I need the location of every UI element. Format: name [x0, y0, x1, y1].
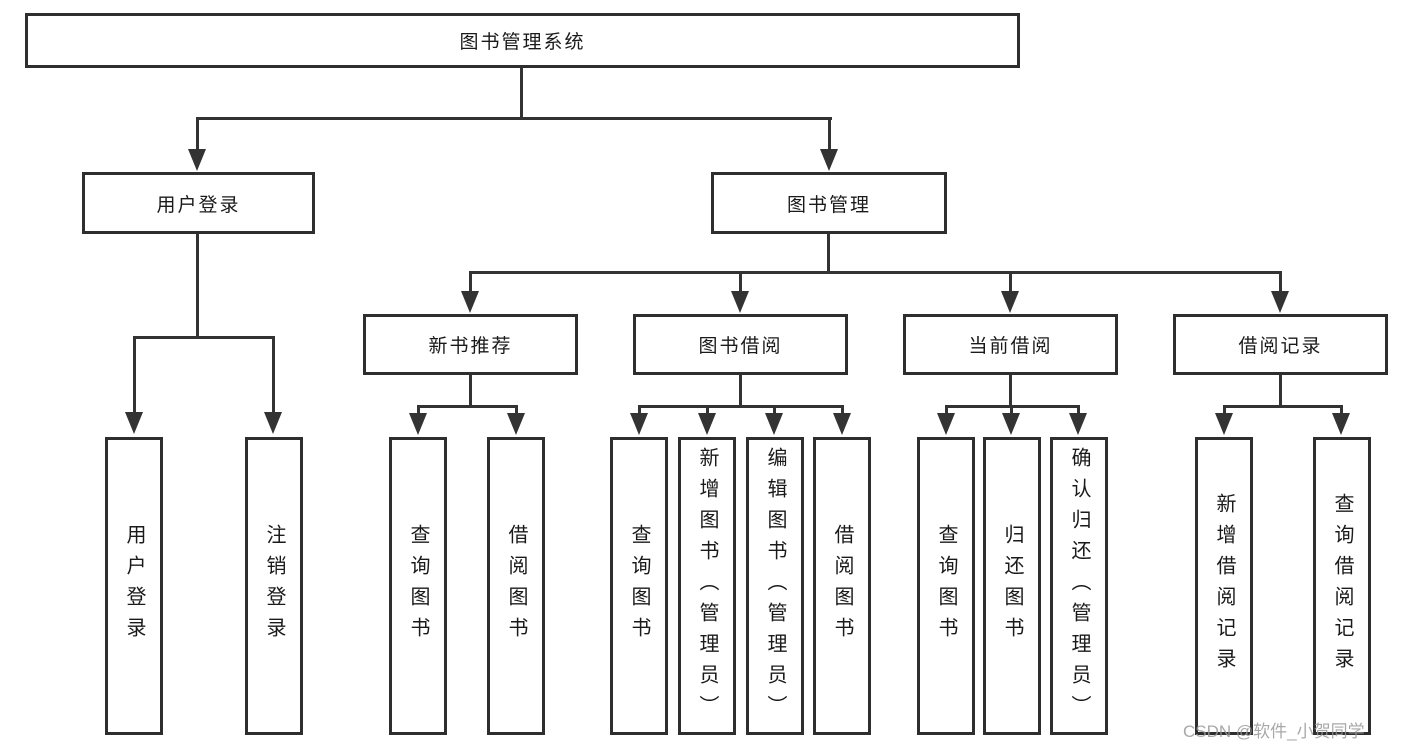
arrowhead-down-icon: [507, 413, 525, 435]
node-user-login: 用户登录: [82, 172, 315, 234]
connector-line: [469, 375, 472, 408]
connector-line: [196, 117, 832, 120]
connector-line: [469, 271, 1282, 274]
leaf-query-books-current: 查询图书: [917, 437, 975, 735]
connector-line: [515, 405, 518, 415]
arrowhead-down-icon: [264, 412, 282, 434]
connector-line: [706, 405, 709, 415]
connector-line: [196, 234, 199, 339]
connector-line: [773, 405, 776, 415]
connector-line: [1279, 271, 1282, 293]
connector-line: [196, 117, 199, 151]
arrowhead-down-icon: [833, 413, 851, 435]
leaf-query-books-borrow-label: 查询图书: [628, 524, 650, 648]
leaf-query-books-borrow: 查询图书: [610, 437, 668, 735]
leaf-add-borrow-record: 新增借阅记录: [1195, 437, 1253, 735]
node-borrow-records-label: 借阅记录: [1238, 336, 1323, 357]
leaf-query-borrow-record-label: 查询借阅记录: [1331, 493, 1353, 679]
connector-line: [739, 271, 742, 293]
connector-line: [638, 405, 844, 408]
arrowhead-down-icon: [1002, 413, 1020, 435]
node-current-borrow-label: 当前借阅: [968, 336, 1053, 357]
arrowhead-down-icon: [820, 149, 838, 171]
node-root-label: 图书管理系统: [459, 32, 586, 53]
leaf-borrow-books-recommend: 借阅图书: [487, 437, 545, 735]
connector-line: [469, 271, 472, 293]
leaf-confirm-return-admin-label: 确认归还（管理员）: [1068, 446, 1090, 726]
leaf-return-book-label: 归还图书: [1001, 524, 1023, 648]
node-book-management-label: 图书管理: [786, 194, 871, 216]
connector-line: [828, 117, 831, 151]
leaf-add-borrow-record-label: 新增借阅记录: [1213, 493, 1235, 679]
node-root: 图书管理系统: [25, 13, 1020, 68]
arrowhead-down-icon: [188, 149, 206, 171]
leaf-borrow-books-label: 借阅图书: [831, 524, 853, 648]
node-user-login-label: 用户登录: [156, 194, 241, 216]
node-new-book-recommend-label: 新书推荐: [428, 336, 513, 357]
arrowhead-down-icon: [731, 291, 749, 313]
leaf-return-book: 归还图书: [983, 437, 1041, 735]
leaf-add-book-admin: 新增图书（管理员）: [678, 437, 736, 735]
arrowhead-down-icon: [1069, 413, 1087, 435]
leaf-query-books-recommend: 查询图书: [389, 437, 447, 735]
connector-line: [417, 405, 420, 415]
leaf-query-borrow-record: 查询借阅记录: [1313, 437, 1371, 735]
arrowhead-down-icon: [1271, 291, 1289, 313]
arrowhead-down-icon: [765, 413, 783, 435]
arrowhead-down-icon: [125, 412, 143, 434]
node-current-borrow: 当前借阅: [903, 314, 1118, 375]
connector-line: [1340, 405, 1343, 415]
arrowhead-down-icon: [698, 413, 716, 435]
connector-line: [272, 336, 275, 414]
connector-line: [945, 405, 948, 415]
connector-line: [133, 336, 136, 414]
connector-line: [638, 405, 641, 415]
node-borrow-records: 借阅记录: [1173, 314, 1388, 375]
connector-line: [1279, 375, 1282, 408]
leaf-user-login-label: 用户登录: [123, 524, 145, 648]
connector-line: [1009, 375, 1012, 408]
connector-line: [827, 234, 830, 274]
node-book-borrow-label: 图书借阅: [698, 336, 783, 357]
leaf-logout-label: 注销登录: [263, 524, 285, 648]
leaf-logout: 注销登录: [245, 437, 303, 735]
connector-line: [520, 68, 523, 120]
arrowhead-down-icon: [1215, 413, 1233, 435]
arrowhead-down-icon: [461, 291, 479, 313]
leaf-borrow-books: 借阅图书: [813, 437, 871, 735]
connector-line: [133, 336, 275, 339]
arrowhead-down-icon: [409, 413, 427, 435]
leaf-confirm-return-admin: 确认归还（管理员）: [1050, 437, 1108, 735]
connector-line: [1077, 405, 1080, 415]
connector-line: [1223, 405, 1226, 415]
leaf-edit-book-admin-label: 编辑图书（管理员）: [764, 446, 786, 726]
connector-line: [1223, 405, 1342, 408]
leaf-add-book-admin-label: 新增图书（管理员）: [696, 446, 718, 726]
connector-line: [739, 375, 742, 408]
csdn-watermark: CSDN @软件_小贺同学: [1183, 722, 1365, 741]
leaf-user-login: 用户登录: [105, 437, 163, 735]
leaf-borrow-books-recommend-label: 借阅图书: [505, 524, 527, 648]
arrowhead-down-icon: [1001, 291, 1019, 313]
arrowhead-down-icon: [1332, 413, 1350, 435]
connector-line: [841, 405, 844, 415]
arrowhead-down-icon: [937, 413, 955, 435]
node-new-book-recommend: 新书推荐: [363, 314, 578, 375]
connector-line: [417, 405, 518, 408]
arrowhead-down-icon: [630, 413, 648, 435]
node-book-borrow: 图书借阅: [633, 314, 848, 375]
connector-line: [1010, 405, 1013, 415]
leaf-edit-book-admin: 编辑图书（管理员）: [746, 437, 804, 735]
leaf-query-books-current-label: 查询图书: [935, 524, 957, 648]
connector-line: [1009, 271, 1012, 293]
node-book-management: 图书管理: [711, 172, 947, 234]
leaf-query-books-recommend-label: 查询图书: [407, 524, 429, 648]
